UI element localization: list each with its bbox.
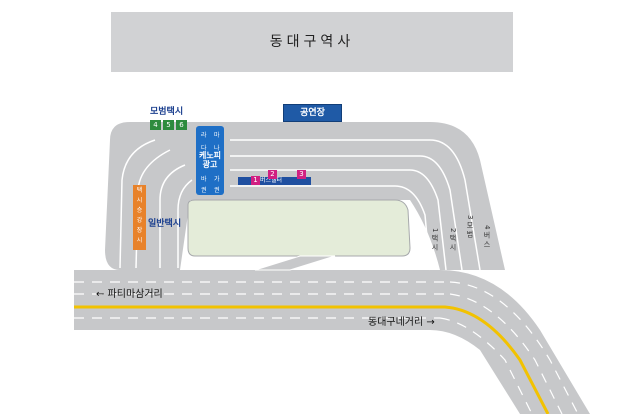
plaza — [187, 199, 411, 257]
lane-label: 2택시 — [449, 228, 457, 253]
lane-label: 1택시 — [431, 228, 439, 253]
road-label-west: ← 파티마삼거리 — [96, 289, 163, 300]
hall-box — [283, 104, 342, 122]
kiosk-tag: 바 — [201, 176, 207, 183]
kiosk-tag: 권 — [201, 187, 207, 194]
model-taxi-title: 모범택시 — [150, 107, 184, 117]
bus-stop-3: 3 — [297, 170, 306, 179]
kiosk-label: 케노피 광고 — [196, 151, 224, 169]
general-taxi-char: 승 — [136, 207, 143, 214]
kiosk-tag: 라 — [201, 132, 207, 139]
general-taxi-char: 택 — [136, 187, 143, 194]
kiosk-tag: 다 — [201, 145, 207, 152]
kiosk-label-line1: 케노피 — [198, 151, 222, 160]
station-label: 동대구역사 — [269, 34, 355, 50]
lane-label: 4버스 — [483, 225, 491, 250]
general-taxi-bar — [133, 185, 146, 250]
bus-stop-2: 2 — [268, 170, 277, 179]
lane-lines — [74, 281, 579, 414]
lane-label: 3모범 — [466, 215, 474, 240]
kiosk-label-line2: 광고 — [202, 160, 218, 169]
station-building — [111, 12, 513, 72]
general-taxi-title: 일반택시 — [148, 219, 182, 229]
bus-shelter — [238, 177, 311, 185]
model-taxi-slot: 4 — [150, 120, 161, 130]
general-taxi-char: 장 — [136, 227, 143, 234]
bus-stop-1: 1 — [251, 176, 260, 185]
ramp — [254, 255, 336, 271]
bus-shelter-label: 버스쉘터 — [260, 177, 283, 184]
kiosk-tag: 나 — [214, 145, 220, 152]
general-taxi-char: 시 — [136, 197, 143, 204]
model-taxi-slot: 6 — [176, 120, 187, 130]
kiosk-tag: 권 — [214, 187, 220, 194]
approach-lanes — [119, 139, 481, 271]
road-label-east: 동대구네거리 → — [368, 317, 435, 328]
kiosk-tag: 마 — [214, 132, 220, 139]
general-taxi-char: 시 — [136, 237, 143, 244]
center-line — [74, 305, 550, 414]
hall-label: 공연장 — [300, 108, 325, 118]
general-taxi-char: 강 — [136, 217, 143, 224]
model-taxi-slot: 5 — [163, 120, 174, 130]
kiosk-tag: 가 — [214, 176, 220, 183]
canopy-kiosk — [196, 126, 224, 195]
